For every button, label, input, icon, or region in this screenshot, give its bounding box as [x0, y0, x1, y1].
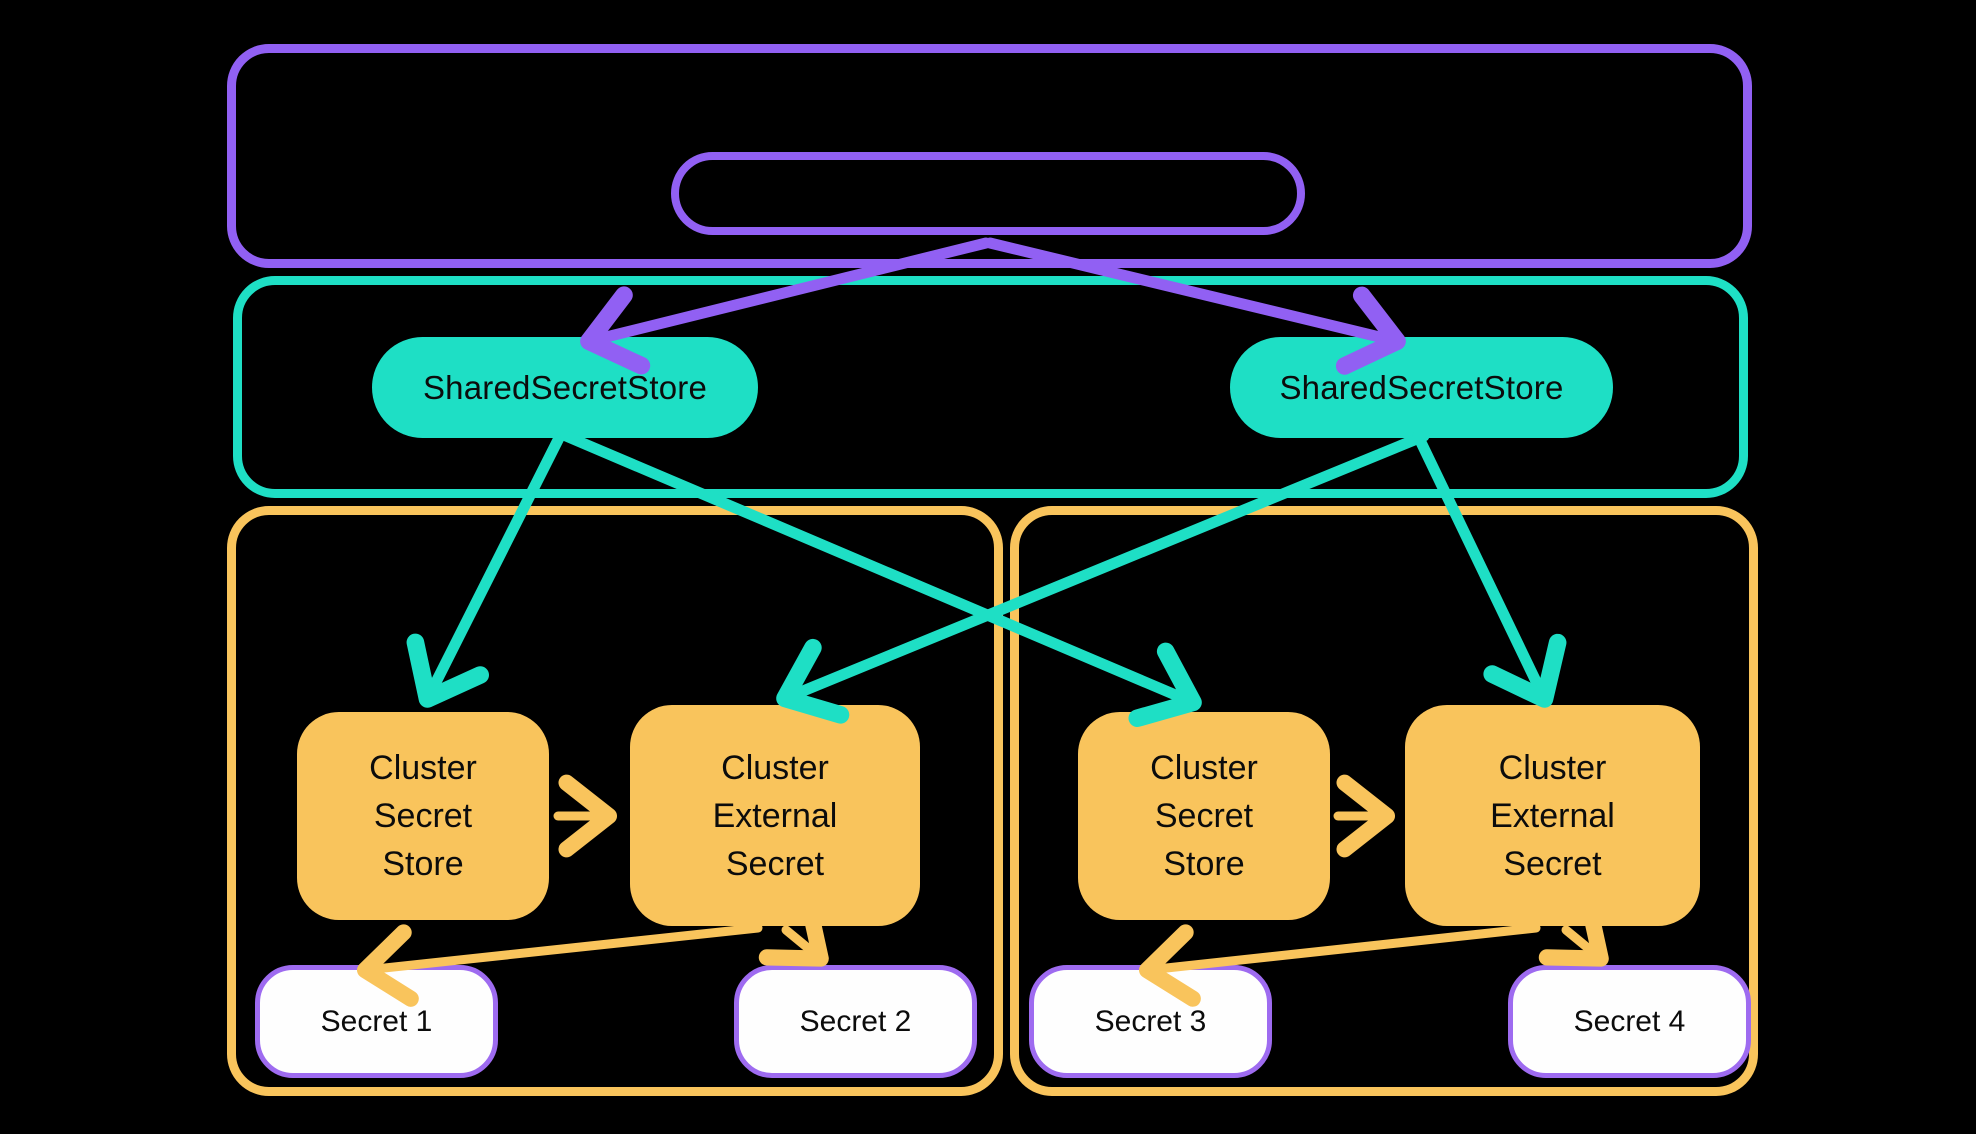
cluster-secret-store-left: Cluster Secret Store	[297, 712, 549, 920]
cluster-external-secret-right: Cluster External Secret	[1405, 705, 1700, 926]
label-line: Cluster	[1150, 749, 1258, 787]
shared-secret-store-right: SharedSecretStore	[1230, 337, 1613, 438]
label-line: Secret	[725, 844, 825, 883]
cluster-secret-store-right: Cluster Secret Store	[1078, 712, 1330, 920]
shared-secret-store-left-label: SharedSecretStore	[422, 368, 708, 406]
label-line: External	[1490, 796, 1615, 835]
secret-1: Secret 1	[255, 965, 498, 1078]
secret-3-label: Secret 3	[1094, 1004, 1207, 1038]
secret-1-label: Secret 1	[320, 1004, 433, 1038]
secret-2-label: Secret 2	[799, 1004, 912, 1038]
label-line: Cluster	[369, 749, 477, 787]
source-pill	[671, 152, 1305, 235]
secret-4: Secret 4	[1508, 965, 1751, 1078]
label-line: Cluster	[721, 748, 829, 787]
label-line: Cluster	[1498, 748, 1607, 787]
cluster-external-secret-left: Cluster External Secret	[630, 705, 920, 926]
secret-4-label: Secret 4	[1573, 1004, 1686, 1038]
label-line: Store	[1163, 845, 1245, 883]
label-line: Secret	[373, 797, 473, 835]
shared-secret-store-left: SharedSecretStore	[372, 337, 758, 438]
label-line: External	[712, 796, 838, 835]
label-line: Store	[382, 845, 464, 883]
label-line: Secret	[1503, 844, 1602, 883]
secret-2: Secret 2	[734, 965, 977, 1078]
secret-3: Secret 3	[1029, 965, 1272, 1078]
shared-secret-store-right-label: SharedSecretStore	[1279, 368, 1564, 406]
label-line: Secret	[1154, 797, 1254, 835]
